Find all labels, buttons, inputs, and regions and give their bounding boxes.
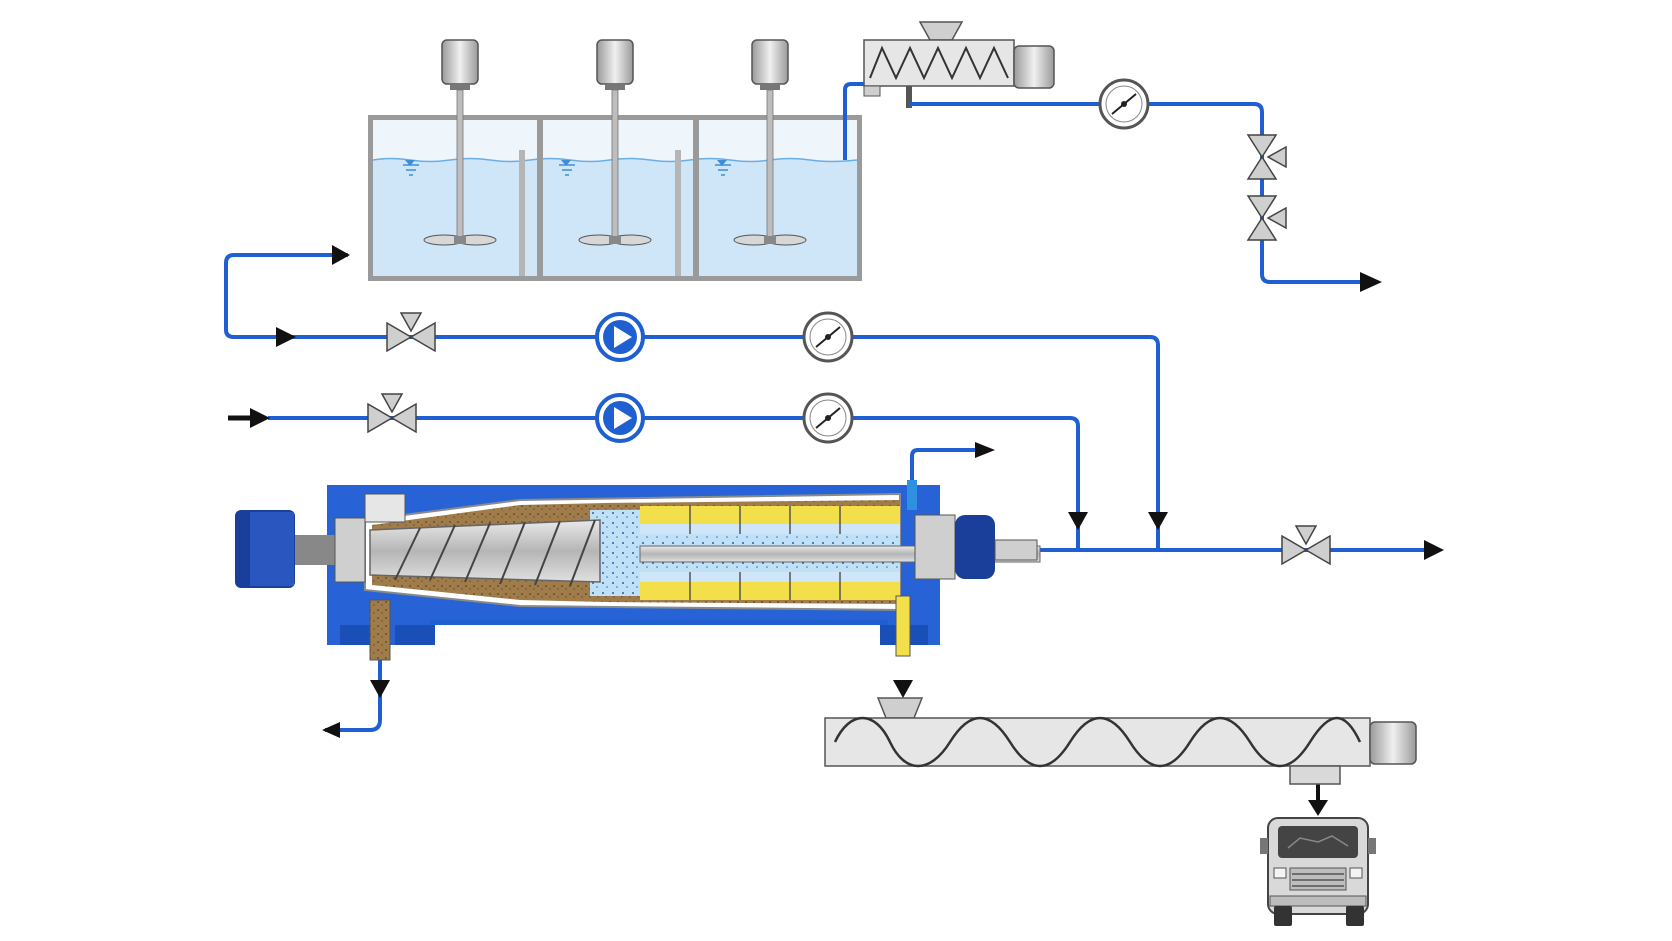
- valve-icon[interactable]: [367, 393, 417, 434]
- pressure-gauge-icon: [802, 392, 854, 444]
- powder-dosing-screw: [863, 21, 1055, 108]
- pressure-gauge-icon: [802, 311, 854, 363]
- valve-icon[interactable]: [1246, 195, 1287, 241]
- valve-icon[interactable]: [1246, 134, 1287, 180]
- discharge-screw-conveyor: [824, 697, 1417, 785]
- agitator-1: [423, 39, 497, 246]
- pressure-gauge-icon: [1098, 78, 1150, 130]
- agitator-3: [733, 39, 807, 246]
- screw-motor-icon: [1013, 45, 1055, 89]
- agitator-motor-1-icon: [441, 39, 479, 85]
- agitator-2: [578, 39, 652, 246]
- pump-icon[interactable]: [595, 312, 645, 362]
- tank-divider-2: [693, 120, 699, 276]
- flow-arrows: [228, 245, 1444, 816]
- conveyor-motor-icon: [1369, 721, 1417, 765]
- truck-icon: [1260, 817, 1376, 926]
- valve-icon[interactable]: [386, 312, 436, 353]
- valve-icon[interactable]: [1281, 525, 1331, 566]
- pump-icon[interactable]: [595, 393, 645, 443]
- tank-divider-1: [537, 120, 543, 276]
- agitator-motor-2-icon: [596, 39, 634, 85]
- agitator-motor-3-icon: [751, 39, 789, 85]
- decanter-centrifuge: [235, 480, 1041, 661]
